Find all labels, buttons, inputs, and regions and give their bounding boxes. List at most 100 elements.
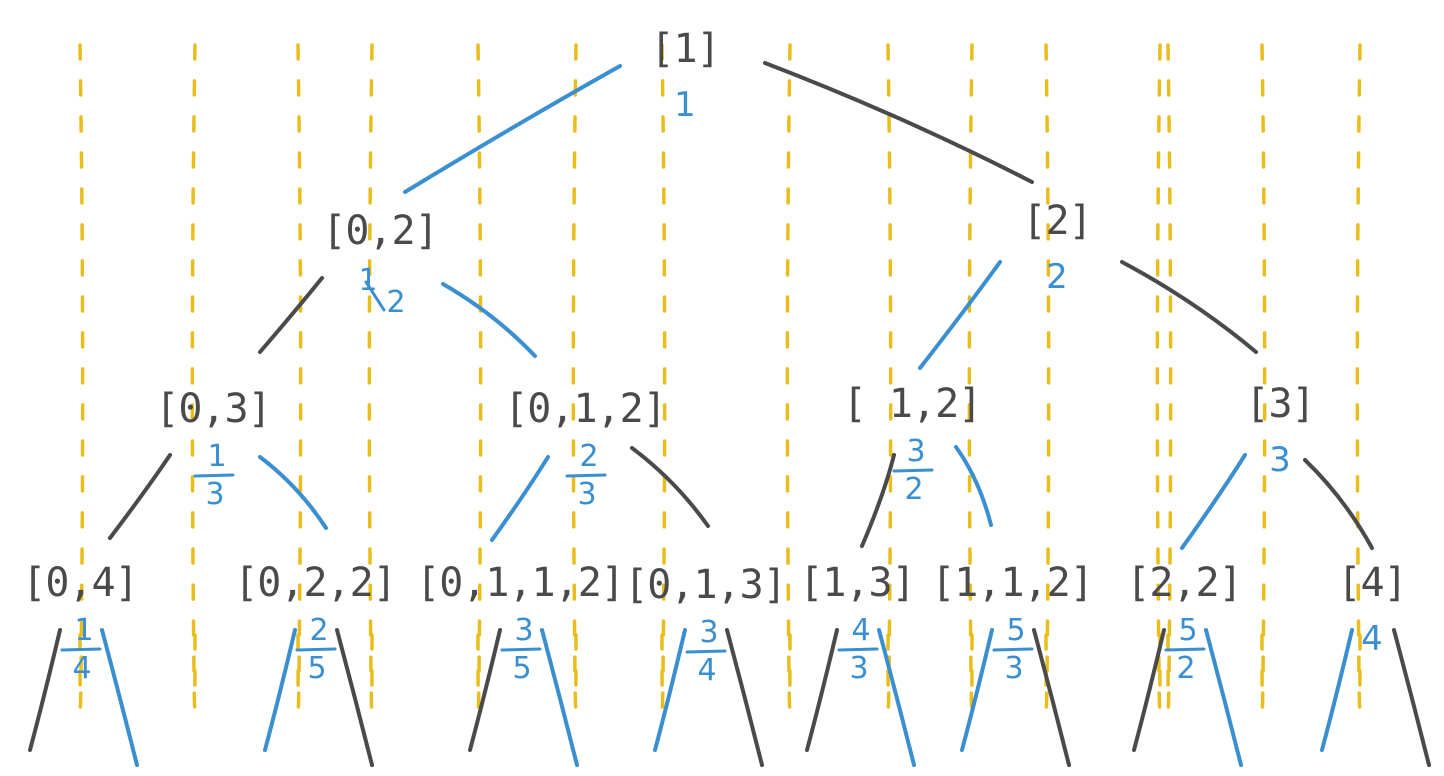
leaf-stub-left <box>1320 628 1354 752</box>
guide-line <box>476 43 483 709</box>
guide-line <box>190 43 197 709</box>
value-denominator: 4 <box>697 653 716 688</box>
tree-node: [ 1,2]32 <box>843 381 983 507</box>
guide-line <box>1044 43 1051 709</box>
leaf-stub-right <box>100 628 139 767</box>
node-label: [3] <box>1245 381 1314 427</box>
leaf-stub-left <box>263 628 297 752</box>
value-denominator: 5 <box>512 651 531 686</box>
leaf-stub-right <box>1204 628 1243 767</box>
tree-node: [2,2]52 <box>1126 560 1242 686</box>
tree-nodes: [1]1[0,2]12[2]2[0,3]13[0,1,2]23[ 1,2]32[… <box>22 26 1407 688</box>
value-numerator: 1 <box>74 613 93 648</box>
tree-node: [0,2] 12 <box>322 208 438 320</box>
leaf-stub-lines <box>28 628 1431 767</box>
leaf-stub-right <box>725 628 764 767</box>
value-denominator: 4 <box>72 651 91 686</box>
leaf-stub-right <box>540 628 579 767</box>
node-label: [4] <box>1337 560 1406 606</box>
value-denominator: 3 <box>205 477 224 512</box>
node-label: [2] <box>1022 198 1091 244</box>
guide-line <box>1166 43 1173 709</box>
value-numerator: 1 <box>358 263 377 298</box>
guide-line <box>296 43 303 709</box>
guide-line <box>78 43 85 709</box>
tree-edge <box>258 455 328 530</box>
value-fraction-bar <box>193 473 235 478</box>
guide-line <box>1155 43 1162 709</box>
tree-edge <box>918 260 1002 370</box>
tree-node: [0,3]13 <box>155 386 271 512</box>
value-fraction-bar <box>992 647 1034 652</box>
node-label: [0,2,2] <box>234 560 396 606</box>
guide-line <box>1355 43 1362 709</box>
leaf-stub-left <box>805 628 839 752</box>
node-label: [0,3] <box>155 386 270 432</box>
node-label: [1] <box>650 26 719 72</box>
node-label: [1,3] <box>799 560 914 606</box>
value-numerator: 4 <box>851 613 870 648</box>
value-numerator: 2 <box>579 439 598 474</box>
value-fraction-bar <box>364 280 386 312</box>
guide-line <box>967 43 974 709</box>
value-fraction-bar <box>60 647 102 652</box>
value-fraction-bar <box>565 473 607 478</box>
tree-edge <box>1120 260 1258 354</box>
tree-node: [0,1,2] 23 <box>504 386 667 512</box>
tree-node: [1,3] 43 <box>799 560 915 686</box>
tree-edge <box>954 445 993 527</box>
tree-edge <box>490 455 550 542</box>
tree-edge <box>860 453 896 548</box>
leaf-stub-right <box>1392 628 1431 767</box>
value-fraction-bar <box>1164 647 1206 652</box>
value-denominator: 3 <box>1004 651 1023 686</box>
guide-line <box>1260 43 1267 709</box>
value-denominator: 3 <box>849 651 868 686</box>
tree-edge <box>441 282 537 358</box>
tree-node: [1,1,2] 53 <box>931 560 1094 686</box>
leaf-stub-left <box>468 628 502 752</box>
value-fraction-bar <box>837 647 879 652</box>
tree-node: [0,2,2] 25 <box>234 560 397 686</box>
value-numerator: 5 <box>1178 613 1197 648</box>
node-label: [0,2] <box>322 208 437 254</box>
value-fraction-bar <box>685 649 727 654</box>
leaf-stub-right <box>335 628 374 767</box>
leaf-stub-left <box>1132 628 1166 752</box>
tree-edge <box>108 453 172 540</box>
tree-node: [0,1,1,2]35 <box>416 560 625 686</box>
tree-node: [0,4]14 <box>22 560 138 686</box>
node-value: 2 <box>1046 257 1068 297</box>
guide-line <box>367 43 374 709</box>
guide-line <box>886 43 893 709</box>
tree-edge <box>403 64 622 194</box>
value-numerator: 5 <box>1006 613 1025 648</box>
value-denominator: 2 <box>1176 651 1195 686</box>
value-fraction-bar <box>892 468 934 473</box>
node-value: 4 <box>1361 619 1383 659</box>
node-label: [0,1,2] <box>504 386 666 432</box>
node-label: [ 1,2] <box>843 381 982 427</box>
leaf-stub-left <box>960 628 994 752</box>
tree-edge <box>630 446 710 528</box>
value-denominator: 5 <box>307 651 326 686</box>
value-numerator: 2 <box>309 613 328 648</box>
value-numerator: 3 <box>699 615 718 650</box>
node-label: [1,1,2] <box>931 560 1093 606</box>
guide-line <box>660 43 667 709</box>
tree-edge <box>258 276 324 354</box>
value-fraction-bar <box>500 647 542 652</box>
guide-line <box>785 43 792 709</box>
value-denominator: 2 <box>386 285 405 320</box>
tree-node: [4]4 <box>1337 560 1407 659</box>
tree-edge <box>1303 458 1374 550</box>
node-label: [0,1,1,2] <box>416 560 624 606</box>
leaf-stub-right <box>1032 628 1071 767</box>
node-value: 3 <box>1269 440 1291 480</box>
tree-node: [0,1,3] 34 <box>624 562 787 688</box>
tree-node: [1]1 <box>650 26 720 125</box>
vertical-guide-lines <box>78 43 1362 709</box>
value-denominator: 3 <box>577 477 596 512</box>
node-label: [0,1,3] <box>624 562 786 608</box>
